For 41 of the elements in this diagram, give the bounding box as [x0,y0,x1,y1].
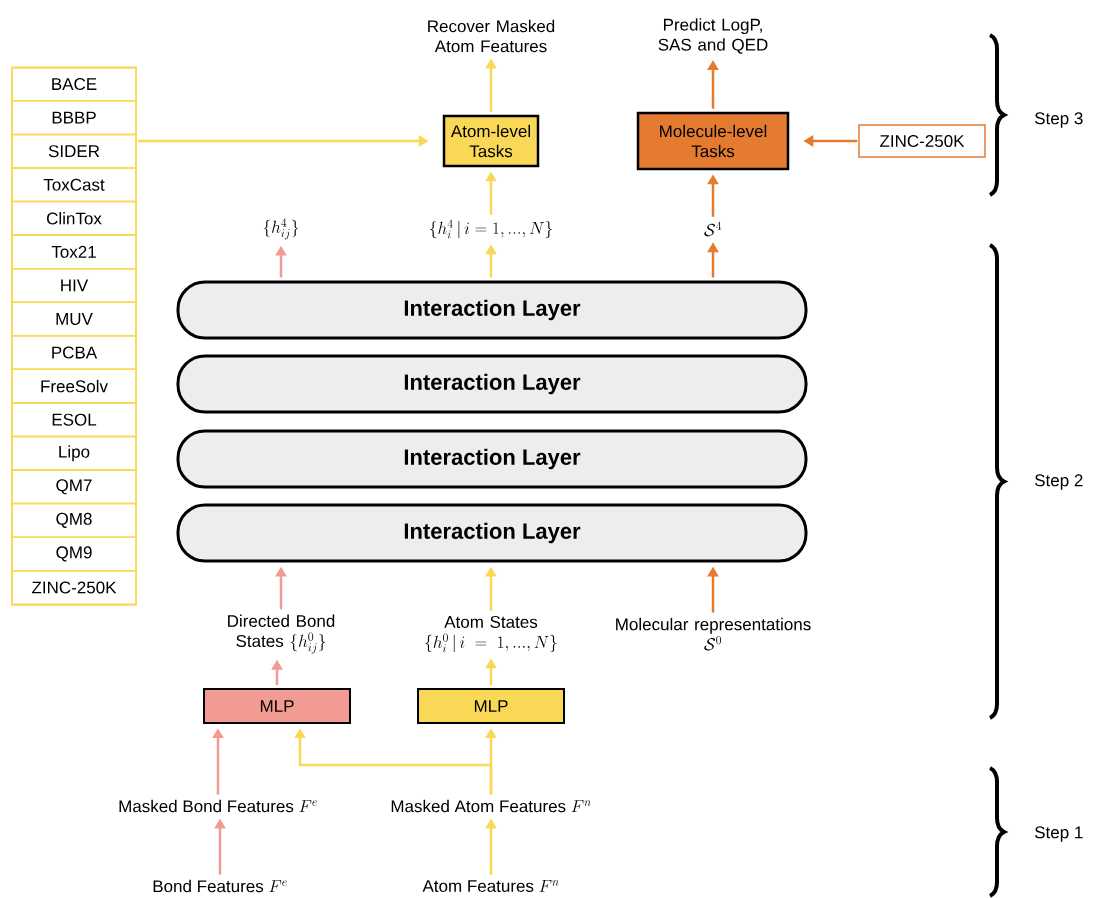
dataset-cell: HIV [11,267,137,303]
task-box: Molecule-level Tasks [636,111,790,171]
dataset-cell: QM8 [11,502,137,538]
dataset-cell: QM9 [11,536,137,572]
interaction-layer: Interaction Layer [176,280,808,340]
step-label: Step 2 [1035,474,1083,490]
dataset-cell: FreeSolv [11,368,137,404]
dataset-cell: ZINC-250K [11,569,137,605]
dataset-list [11,67,137,606]
state-label: Directed Bond States $\{h_{ij}^{0}\}$ [228,614,335,654]
dataset-cell: Lipo [11,435,137,471]
state-label: Atom States $\{h_{i}^{0}\,|\,i=1,...,N\}$ [425,615,557,653]
representation-label: $\{h_{ij}^{4}\}$ [263,218,299,240]
task-label: Predict LogP, SAS and QED [658,18,768,54]
dataset-cell: PCBA [11,335,137,371]
state-label: Molecular representations $\mathcal{S}^{0}$ [616,617,811,651]
interaction-layer: Interaction Layer [176,429,808,489]
dataset-cell: ToxCast [11,167,137,203]
task-label: Recover Masked Atom Features [428,19,555,53]
representation-label: $\mathcal{S}^{4}$ [704,221,722,237]
representation-label: $\{h_{i}^{4}\,|\,i=1,...,N\}$ [430,219,552,239]
feature-label: Masked Atom Features $F^{n}$ [391,799,591,813]
dataset-box: ZINC-250K [858,124,986,158]
mlp-box: MLP [417,688,565,724]
interaction-layer: Interaction Layer [176,354,808,414]
feature-label: Bond Features $F^{e}$ [153,879,287,893]
feature-label: Atom Features $F^{n}$ [422,880,559,892]
step-label: Step 1 [1035,826,1083,842]
dataset-cell: QM7 [11,469,137,505]
interaction-layer: Interaction Layer [176,503,808,563]
task-box: Atom-level Tasks [442,114,540,168]
dataset-cell: BBBP [11,100,137,136]
mlp-box: MLP [203,688,351,724]
dataset-cell: MUV [11,301,137,337]
dataset-cell: BACE [11,66,137,102]
feature-label: Masked Bond Features $F^{e}$ [119,799,317,813]
dataset-cell: ClinTox [11,200,137,236]
step-label: Step 3 [1035,112,1083,128]
dataset-cell: Tox21 [11,234,137,270]
dataset-cell: SIDER [11,133,137,169]
dataset-cell: ESOL [11,402,137,438]
